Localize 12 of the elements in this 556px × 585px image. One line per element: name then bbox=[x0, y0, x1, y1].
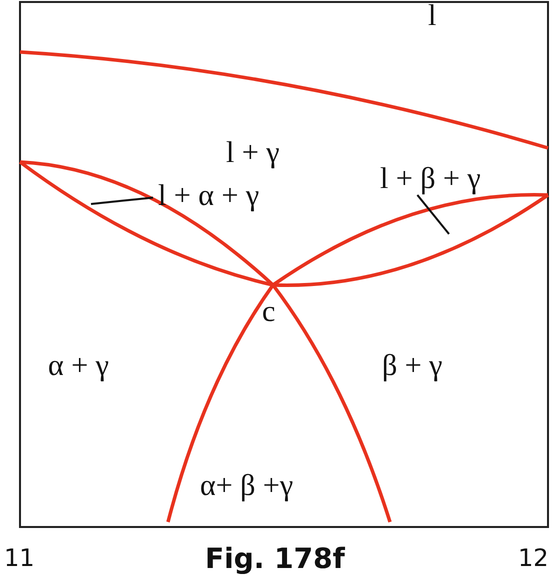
phase-label: l bbox=[428, 0, 436, 32]
axis-tick-label: 11 bbox=[4, 544, 35, 572]
phase-label: α + γ bbox=[48, 350, 109, 382]
point-label: c bbox=[262, 296, 276, 328]
leader-line bbox=[416, 194, 450, 235]
axis-tick-label: 12 bbox=[518, 544, 549, 572]
phase-label: α+ β +γ bbox=[200, 470, 294, 502]
phase-label: β + γ bbox=[382, 350, 442, 382]
phase-label: l + β + γ bbox=[380, 163, 481, 195]
leader-line bbox=[90, 196, 154, 205]
figure-caption: Fig. 178f bbox=[205, 543, 345, 575]
phase-label: l + γ bbox=[226, 137, 280, 169]
